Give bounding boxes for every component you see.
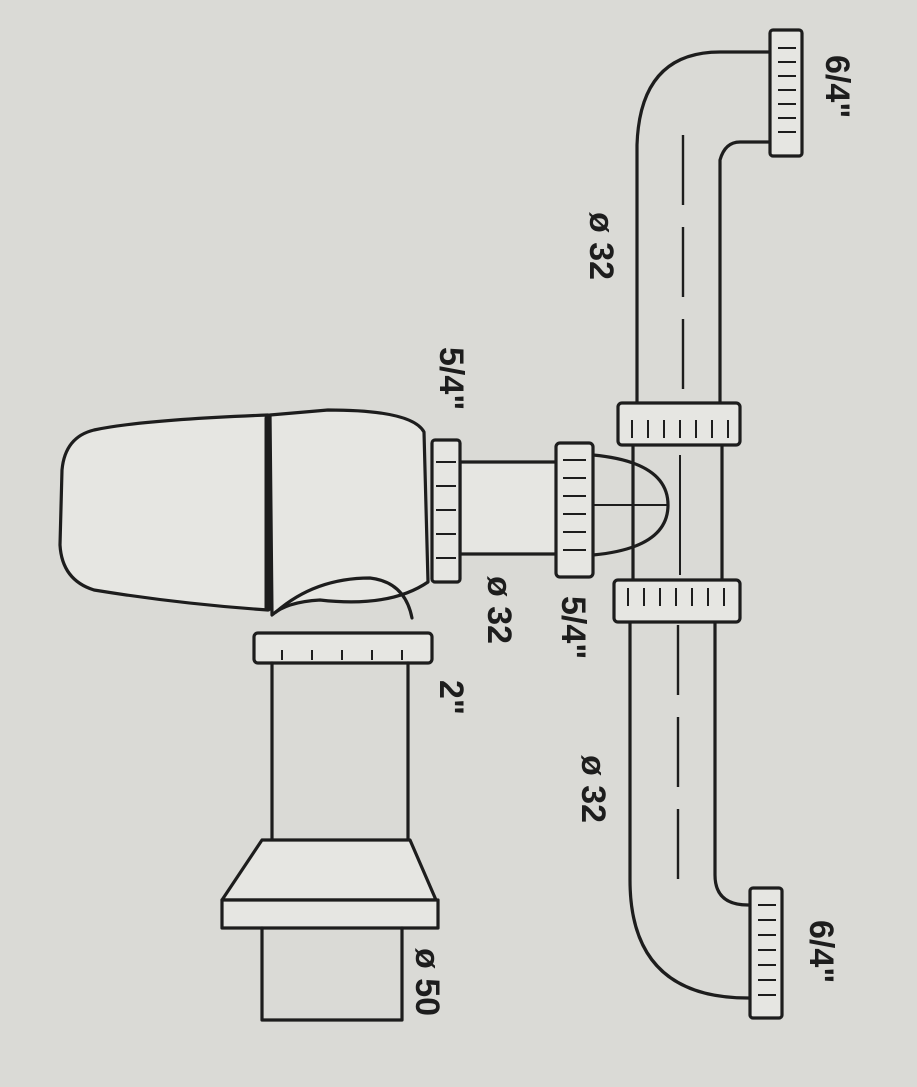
label-bottom-thread: 6/4"	[802, 920, 840, 983]
label-lower-diameter: ø 32	[574, 755, 612, 823]
bottom-thread-nut	[748, 886, 784, 1020]
outlet-flange	[220, 838, 440, 930]
label-trap-nut-thread: 2"	[432, 680, 470, 715]
connector-pipe	[458, 460, 562, 556]
label-top-thread: 6/4"	[818, 55, 856, 118]
trap-lower-tube	[270, 661, 410, 842]
branch-pipe	[628, 50, 777, 1000]
trap-body	[58, 408, 430, 620]
outlet-tube	[260, 926, 404, 1022]
label-outlet-diameter: ø 50	[408, 948, 446, 1016]
lower-tee-nut	[612, 578, 742, 624]
label-connector-thread: 5/4"	[554, 596, 592, 659]
label-inlet-thread: 5/4"	[432, 347, 470, 410]
top-thread-nut	[768, 28, 804, 158]
upper-tee-nut	[616, 401, 742, 447]
trap-ring-nut	[252, 631, 434, 665]
label-connector-diameter: ø 32	[480, 576, 518, 644]
connector-nut	[554, 441, 595, 579]
trap-inlet-nut	[430, 438, 462, 584]
label-upper-diameter: ø 32	[582, 212, 620, 280]
